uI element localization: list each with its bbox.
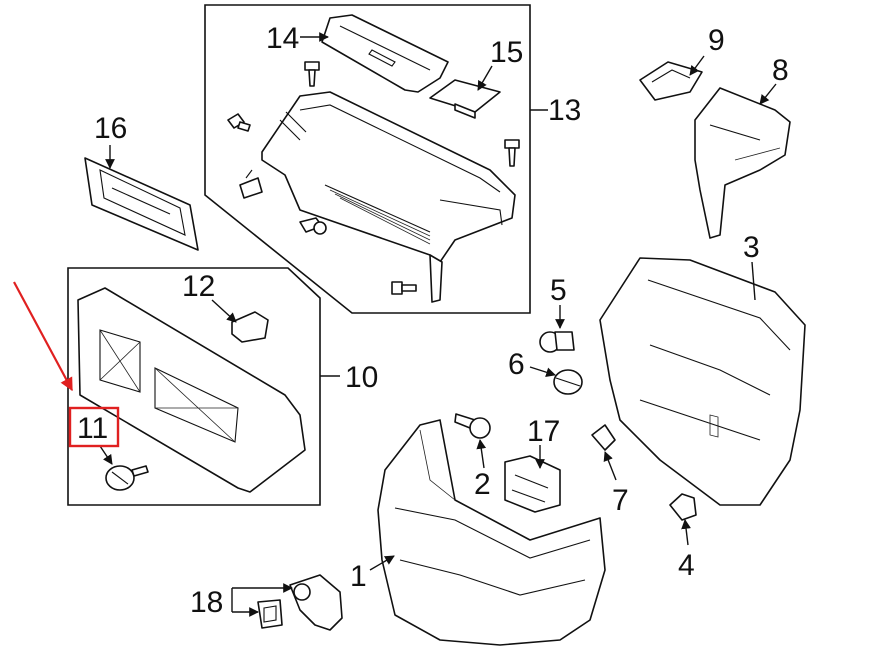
callout-4: 4 [678,549,695,582]
callout-13: 13 [548,94,581,127]
part-3-side-liner[interactable] [599,257,806,506]
callout-5: 5 [550,274,567,307]
callout-12: 12 [182,270,215,303]
leader-lines [99,32,777,617]
part-16-trim-panel[interactable] [84,157,199,251]
callout-15: 15 [490,36,523,69]
part-5-push-clip[interactable] [539,331,575,353]
part-17-latch-bracket[interactable] [504,455,561,513]
clip-icon [239,169,263,199]
callout-18: 18 [190,586,223,619]
part-10-side-panel[interactable] [77,287,306,493]
part-1-floor-liner[interactable] [377,419,606,646]
part-13-rear-trim[interactable] [261,91,516,303]
callout-3: 3 [743,231,760,264]
callout-9: 9 [708,24,725,57]
part-11-push-pin[interactable] [105,465,149,491]
callout-6: 6 [508,348,525,381]
group-10-frame [67,267,321,506]
highlight-box [68,406,120,448]
group-13-fasteners [227,61,520,295]
screw-icon [227,113,251,132]
callout-14: 14 [266,22,299,55]
part-9-cover[interactable] [639,61,703,101]
screw-icon [504,139,520,167]
screw-icon [304,61,320,87]
callout-10: 10 [345,361,378,394]
callout-8: 8 [772,54,789,87]
part-14-cover-panel[interactable] [321,14,449,93]
part-15-bracket[interactable] [429,79,501,119]
highlight-arrow-icon [13,281,73,392]
callout-labels: 14 15 13 9 8 16 3 12 5 6 10 11 17 2 7 4 … [77,22,789,619]
callout-16: 16 [94,112,127,145]
part-4-cap[interactable] [669,493,697,521]
part-7-clip[interactable] [591,424,616,451]
part-2-push-pin[interactable] [454,413,491,439]
callout-2: 2 [474,468,491,501]
bolt-icon [391,281,417,295]
screw-icon [299,217,327,235]
part-12-clip[interactable] [231,311,269,343]
highlight-part-11 [13,281,120,448]
callout-11: 11 [77,412,108,445]
callout-1: 1 [350,560,367,593]
callout-7: 7 [612,484,629,517]
callout-17: 17 [527,415,560,448]
part-8-side-trim[interactable] [694,87,791,239]
group-13-frame [204,4,531,314]
part-18-latch-assembly[interactable] [257,574,343,631]
part-6-button-plug[interactable] [553,369,583,395]
